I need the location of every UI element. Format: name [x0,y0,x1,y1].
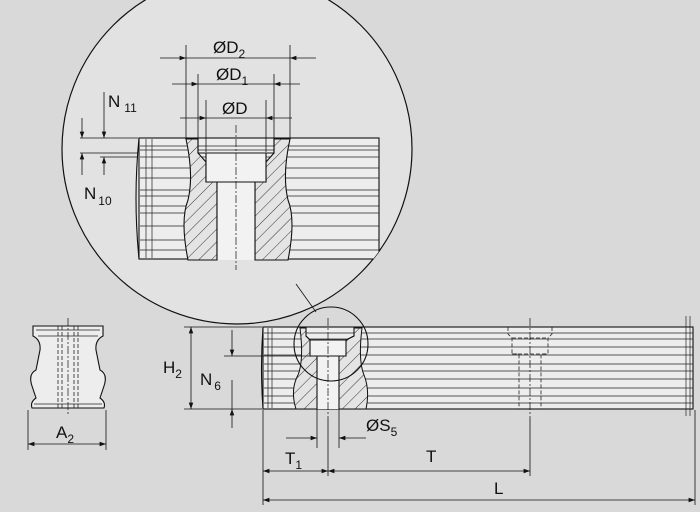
label-a2: A2 [56,423,74,446]
dim-d2: ØD2 [160,38,316,138]
end-view: A2 [27,318,107,450]
dim-s5: ØS5 [286,409,398,448]
dim-a2: A2 [27,410,107,450]
dim-l: L [263,410,696,505]
dim-d1: ØD1 [172,65,300,138]
label-t1: T1 [285,449,302,472]
label-l: L [494,479,503,498]
label-d: ØD [222,99,248,118]
second-hole [507,318,553,418]
side-view [260,306,694,418]
label-s5: ØS5 [366,416,398,439]
label-d1: ØD1 [216,65,249,88]
label-d2: ØD2 [213,38,246,61]
dim-h2: H2 [163,326,262,410]
dim-t1-t: T1 T [262,410,531,505]
detail-leader [295,283,317,313]
detail-marker-circle [293,306,369,382]
label-t: T [426,447,436,466]
label-h2: H2 [163,358,182,381]
dim-d: ØD [180,99,292,152]
